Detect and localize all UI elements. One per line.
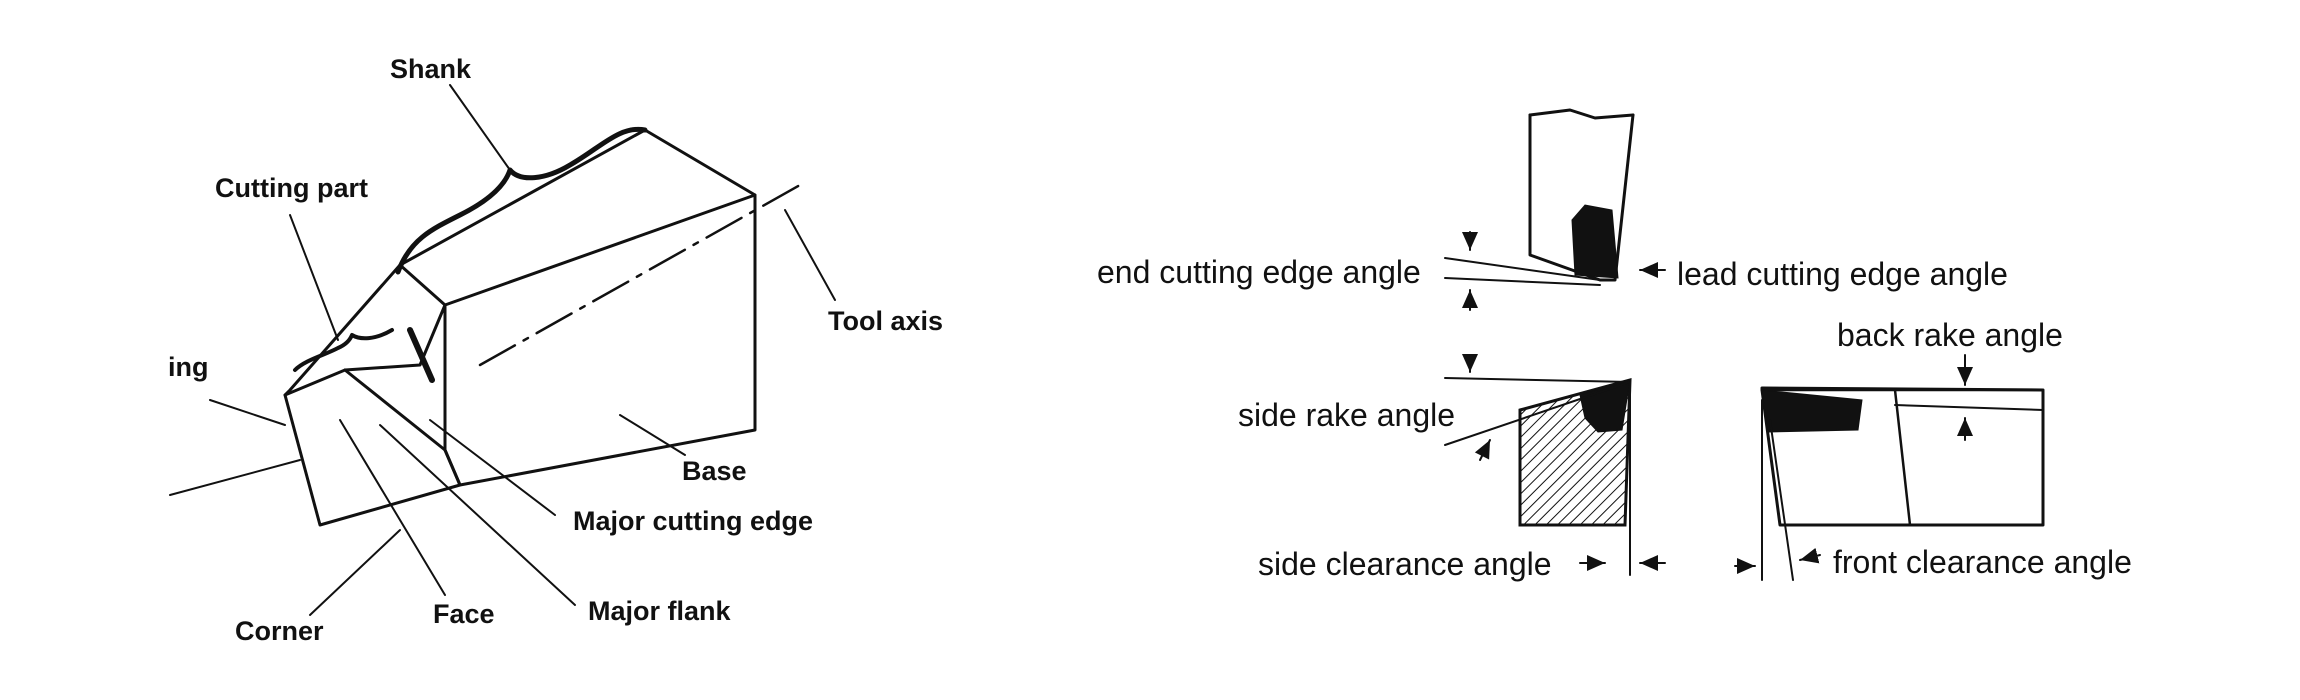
partial-leader-lower	[169, 459, 301, 496]
tool-angles-drawing: end cutting edge angle lead cutting edge…	[1097, 108, 2132, 582]
shank-leader	[449, 84, 511, 171]
side-rake-arrow-bottom	[1474, 439, 1491, 461]
cutting-part-brace	[293, 328, 394, 372]
label-major-cutting-edge: Major cutting edge	[573, 506, 813, 536]
ing-leader	[209, 399, 286, 426]
top-view-torn-edge	[1528, 108, 1635, 120]
top-view-insert[interactable]	[1571, 204, 1619, 279]
label-ing-partial: ing	[168, 352, 209, 382]
label-front-clearance-angle: front clearance angle	[1833, 544, 2132, 580]
label-major-flank: Major flank	[588, 596, 732, 626]
label-tool-axis: Tool axis	[828, 306, 943, 336]
corner-leader	[309, 529, 401, 616]
label-cutting-part: Cutting part	[215, 173, 368, 203]
tool-shank-top-edge	[443, 193, 757, 307]
side-rake-ref-line	[1444, 377, 1631, 383]
front-clearance-arrow-right	[1799, 547, 1821, 564]
tool-front-edge	[343, 368, 447, 452]
label-side-rake-angle: side rake angle	[1238, 397, 1455, 433]
tool-axis-line	[478, 183, 802, 367]
end-edge-angle-line	[1444, 257, 1601, 281]
label-face: Face	[433, 599, 495, 629]
tool-axis-leader	[784, 209, 836, 301]
side-rake-angle-line	[1444, 381, 1631, 446]
front-view-divider	[1893, 388, 1912, 527]
front-view	[1734, 354, 2045, 581]
label-shank: Shank	[390, 54, 472, 84]
tool-shank-body	[398, 128, 757, 487]
top-view	[1444, 108, 1666, 311]
major-cutting-edge-leader	[429, 419, 556, 516]
back-rake-line	[1894, 404, 2044, 411]
side-section-view	[1444, 354, 1666, 576]
face-leader	[339, 419, 446, 596]
base-leader	[619, 414, 686, 456]
major-flank-leader	[379, 424, 576, 606]
cutting-edge-mark	[407, 327, 435, 383]
label-side-clearance-angle: side clearance angle	[1258, 546, 1552, 582]
tool-head	[283, 263, 462, 527]
front-clearance-angle-line	[1769, 419, 1794, 581]
label-corner: Corner	[235, 616, 324, 646]
tool-face-outline	[283, 303, 447, 397]
cutting-tool-drawing: Shank Cutting part ing Tool axis Base Ma…	[168, 54, 943, 646]
front-view-insert[interactable]	[1761, 389, 1863, 433]
label-lead-cutting-edge-angle: lead cutting edge angle	[1677, 256, 2008, 292]
label-end-cutting-edge-angle: end cutting edge angle	[1097, 254, 1421, 290]
label-back-rake-angle: back rake angle	[1837, 317, 2063, 353]
cutting-part-leader	[289, 214, 339, 341]
label-base: Base	[682, 456, 747, 486]
end-edge-ref-line	[1444, 277, 1601, 286]
